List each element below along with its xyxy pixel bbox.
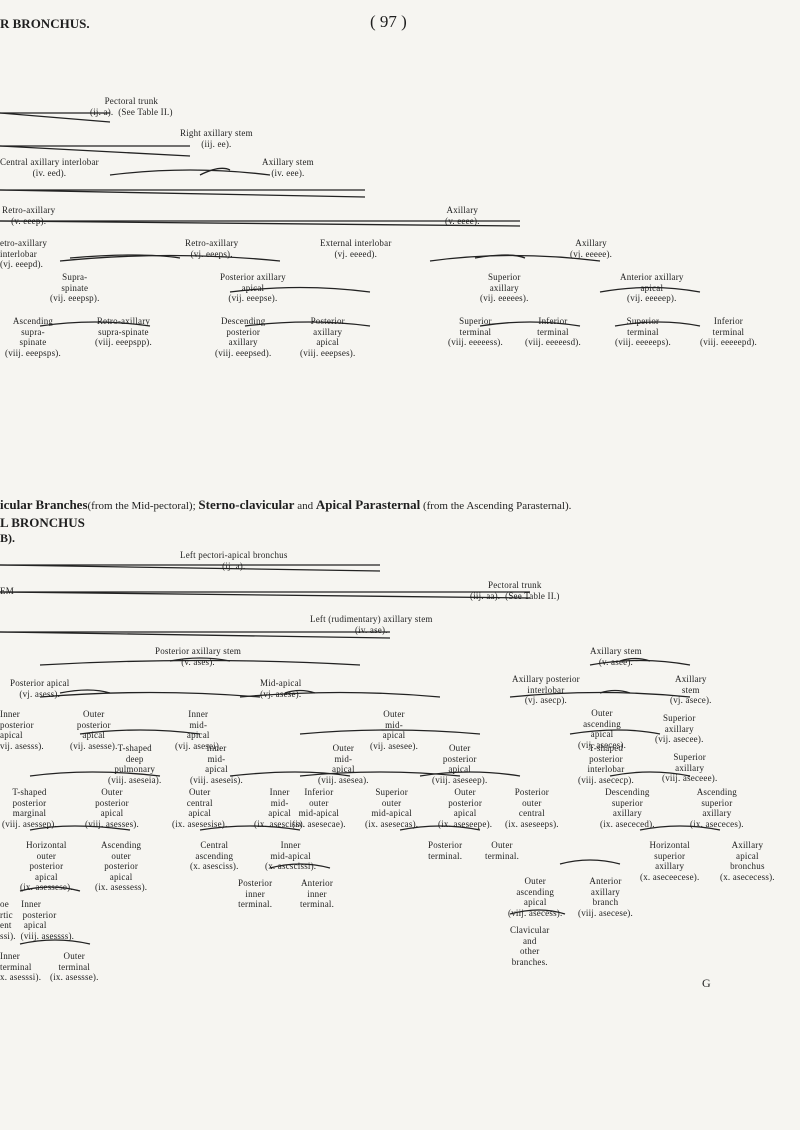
page-number: ( 97 ) bbox=[370, 12, 407, 31]
node-em: EM bbox=[0, 586, 14, 596]
heading-part-5: Apical Parasternal bbox=[315, 497, 421, 512]
node-axillary-vj: Axillary (vj. eeeee). bbox=[570, 238, 613, 259]
node-superior-terminal: Superior terminal (viij. eeeeess). bbox=[448, 316, 503, 347]
node-inner-mid-apical: Inner mid- apical (vij. asesei). bbox=[175, 709, 222, 751]
node-inner-mid-apical-3: Inner mid- apical (ix. asesciss). bbox=[254, 787, 306, 829]
node-pectoral-trunk: Pectoral trunk (ij. a). (See Table II.) bbox=[90, 96, 173, 117]
left-bronchus-title: L BRONCHUS bbox=[0, 515, 85, 530]
node-outer-mid-apical-2: Outer mid- apical (viij. asesea). bbox=[318, 743, 369, 785]
node-posterior-axillary-stem: Posterior axillary stem (v. ases). bbox=[155, 646, 242, 667]
node-superior-axillary-vij: Superior axillary (vij. asecee). bbox=[655, 713, 704, 744]
node-right-axillary-stem: Right axillary stem (iij. ee). bbox=[180, 128, 253, 149]
node-posterior-terminal: Posterior terminal. bbox=[428, 840, 463, 861]
mark-g: G bbox=[702, 976, 711, 990]
node-ascending-supraspinate: Ascending supra- spinate (viij. eeepsps)… bbox=[5, 316, 61, 358]
heading-part-1: icular Branches bbox=[0, 497, 88, 512]
node-superior-terminal-2: Superior terminal (viij. eeeeeps). bbox=[615, 316, 671, 347]
node-inner-terminal: Inner terminal x. asesssi). bbox=[0, 951, 42, 982]
node-retro-axillary-v: Retro-axillary (v. eeep). bbox=[2, 205, 56, 226]
node-outer-posterior-apical-2: Outer posterior apical (viij. aseseep). bbox=[432, 743, 488, 785]
node-anterior-axillary-apical: Anterior axillary apical (vij. eeeeep). bbox=[620, 272, 684, 303]
heading-part-2: (from the Mid-pectoral); bbox=[87, 500, 199, 512]
heading-part-3: Sterno-clavicular bbox=[198, 497, 295, 512]
node-anterior-inner-terminal: Anterior inner terminal. bbox=[300, 878, 335, 909]
heading-part-4: and bbox=[294, 500, 316, 512]
node-inner-posterior-apical: Inner posterior apical vij. asesss). bbox=[0, 709, 44, 751]
node-outer-mid-apical: Outer mid- apical (vij. asesee). bbox=[370, 709, 419, 751]
node-horizontal-outer: Horizontal outer posterior apical (ix. a… bbox=[20, 840, 73, 892]
node-left-pectori-apical: Left pectori-apical bronchus (ij. a). bbox=[180, 550, 288, 571]
node-posterior-outer-central: Posterior outer central (ix. aseseeps). bbox=[505, 787, 559, 829]
node-axillary-stem-v: Axillary stem (v. asee). bbox=[590, 646, 642, 667]
node-t-posterior-marginal: T-shaped posterior marginal (viij. asess… bbox=[2, 787, 57, 829]
section-heading: icular Branches(from the Mid-pectoral); … bbox=[0, 496, 571, 514]
node-outer-ascending-apical: Outer ascending apical (vij. aseces). bbox=[578, 708, 627, 750]
node-t-posterior-interlobar: T-shaped posterior interlobar (viij. ase… bbox=[578, 743, 634, 785]
node-posterior-apical: Posterior apical (vj. asess). bbox=[10, 678, 70, 699]
node-axillary-v: Axillary (v. eeee). bbox=[445, 205, 480, 226]
node-horizontal-superior: Horizontal superior axillary (x. aseceec… bbox=[640, 840, 700, 882]
node-axillary-stem-vj: Axillary stem (vj. asece). bbox=[670, 674, 712, 705]
node-posterior-inner-terminal: Posterior inner terminal. bbox=[238, 878, 273, 909]
node-outer-terminal-2: Outer terminal (ix. asessse). bbox=[50, 951, 99, 982]
node-axillary-posterior-interlobar: Axillary posterior interlobar (vj. asecp… bbox=[512, 674, 580, 705]
node-inferior-terminal-2: Inferior terminal (viij. eeeeepd). bbox=[700, 316, 757, 347]
node-left-rudimentary: Left (rudimentary) axillary stem (iv. as… bbox=[310, 614, 433, 635]
node-outer-terminal: Outer terminal. bbox=[485, 840, 520, 861]
node-posterior-axillary-apical-2: Posterior axillary apical (viij. eeepses… bbox=[300, 316, 356, 358]
node-supraspinate: Supra- spinate (vij. eeepsp). bbox=[50, 272, 100, 303]
left-bronchus-sub: B). bbox=[0, 531, 15, 545]
node-axillary-bronchus: Axillary apical bronchus (x. asececess). bbox=[720, 840, 775, 882]
node-inferior-terminal: Inferior terminal (viij. eeeeesd). bbox=[525, 316, 581, 347]
node-inner-mid-apical-2: Inner mid- apical (viij. aseseis). bbox=[190, 743, 243, 785]
node-outer-central-apical: Outer central apical (ix. asesesise). bbox=[172, 787, 228, 829]
node-inferior-outer-mid: Inferior outer mid-apical (ix. asesecae)… bbox=[292, 787, 346, 829]
node-outer-apical: Outer posterior apical (viij. asesses). bbox=[85, 787, 139, 829]
node-inner-mid-apical-4: Inner mid-apical (x. ascscissi). bbox=[265, 840, 317, 871]
node-inner-outer-ind: oe Inner rtic posterior ent apical ssi).… bbox=[0, 899, 75, 941]
node-outer-ascending-apical-2: Outer ascending apical (viij. asecess). bbox=[508, 876, 563, 918]
node-clavicular: Clavicular and other branches. bbox=[510, 925, 550, 967]
node-descending-posterior: Descending posterior axillary (viij. eee… bbox=[215, 316, 272, 358]
node-pectoral-trunk-left: Pectoral trunk (iij. aa). (See Table II.… bbox=[470, 580, 560, 601]
node-t-deep-pulmonary: T-shaped deep pulmonary (viij. aseseia). bbox=[108, 743, 162, 785]
heading-part-6: (from the Ascending Parasternal). bbox=[420, 500, 572, 512]
section-title-top: R BRONCHUS. bbox=[0, 16, 90, 31]
node-superior-outer-mid: Superior outer mid-apical (ix. asesecas)… bbox=[365, 787, 419, 829]
node-ascending-superior: Ascending superior axillary (ix. asecece… bbox=[690, 787, 744, 829]
node-ascending-outer: Ascending outer posterior apical (ix. as… bbox=[95, 840, 148, 892]
node-retro-axillary-vj: Retro-axillary (vj. eeeps). bbox=[185, 238, 239, 259]
node-central-axillary: Central axillary interlobar (iv. eed). bbox=[0, 157, 99, 178]
node-retro-supraspinate: Retro-axillary supra-spinate (viij. eeep… bbox=[95, 316, 152, 347]
node-descending-superior: Descending superior axillary (ix. asecec… bbox=[600, 787, 655, 829]
node-superior-axillary-viij: Superior axillary (viij. aseceee). bbox=[662, 752, 718, 783]
node-posterior-axillary-apical: Posterior axillary apical (vij. eeepse). bbox=[220, 272, 286, 303]
node-external-interlobar: External interlobar (vj. eeeed). bbox=[320, 238, 392, 259]
node-central-ascending: Central ascending (x. asesciss). bbox=[190, 840, 239, 871]
node-retro-interlobar: etro-axillary interlobar (vj. eeepd). bbox=[0, 238, 48, 269]
node-anterior-axillary-branch: Anterior axillary branch (viij. asecese)… bbox=[578, 876, 633, 918]
node-superior-axillary: Superior axillary (vij. eeeees). bbox=[480, 272, 529, 303]
node-outer-posterior-apical: Outer posterior apical (vij. asesse). bbox=[70, 709, 118, 751]
node-axillary-stem-iv: Axillary stem (iv. eee). bbox=[262, 157, 314, 178]
node-mid-apical: Mid-apical (vj. asese). bbox=[260, 678, 302, 699]
node-outer-posterior-apical-3: Outer posterior apical (ix. aseseepe). bbox=[438, 787, 493, 829]
